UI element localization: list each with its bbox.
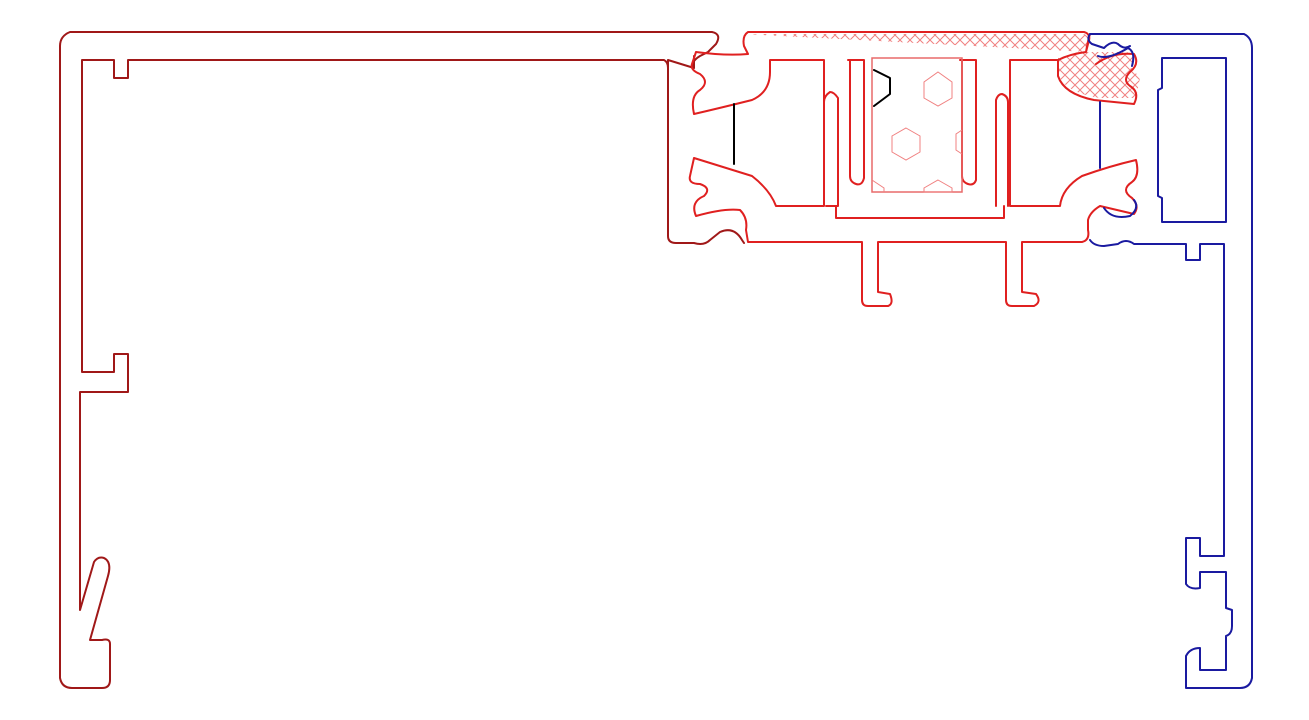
hex-cell (923, 179, 953, 193)
hex-cell (891, 127, 921, 161)
right-aluminium-profile (1087, 33, 1253, 689)
polyamide-thermal-break (688, 31, 1140, 307)
left-aluminium-profile (59, 31, 745, 689)
hex-cell (955, 129, 963, 155)
hex-cell (923, 71, 953, 107)
gasket (733, 69, 891, 165)
hex-cell (871, 179, 885, 192)
insulation-core (871, 57, 963, 193)
